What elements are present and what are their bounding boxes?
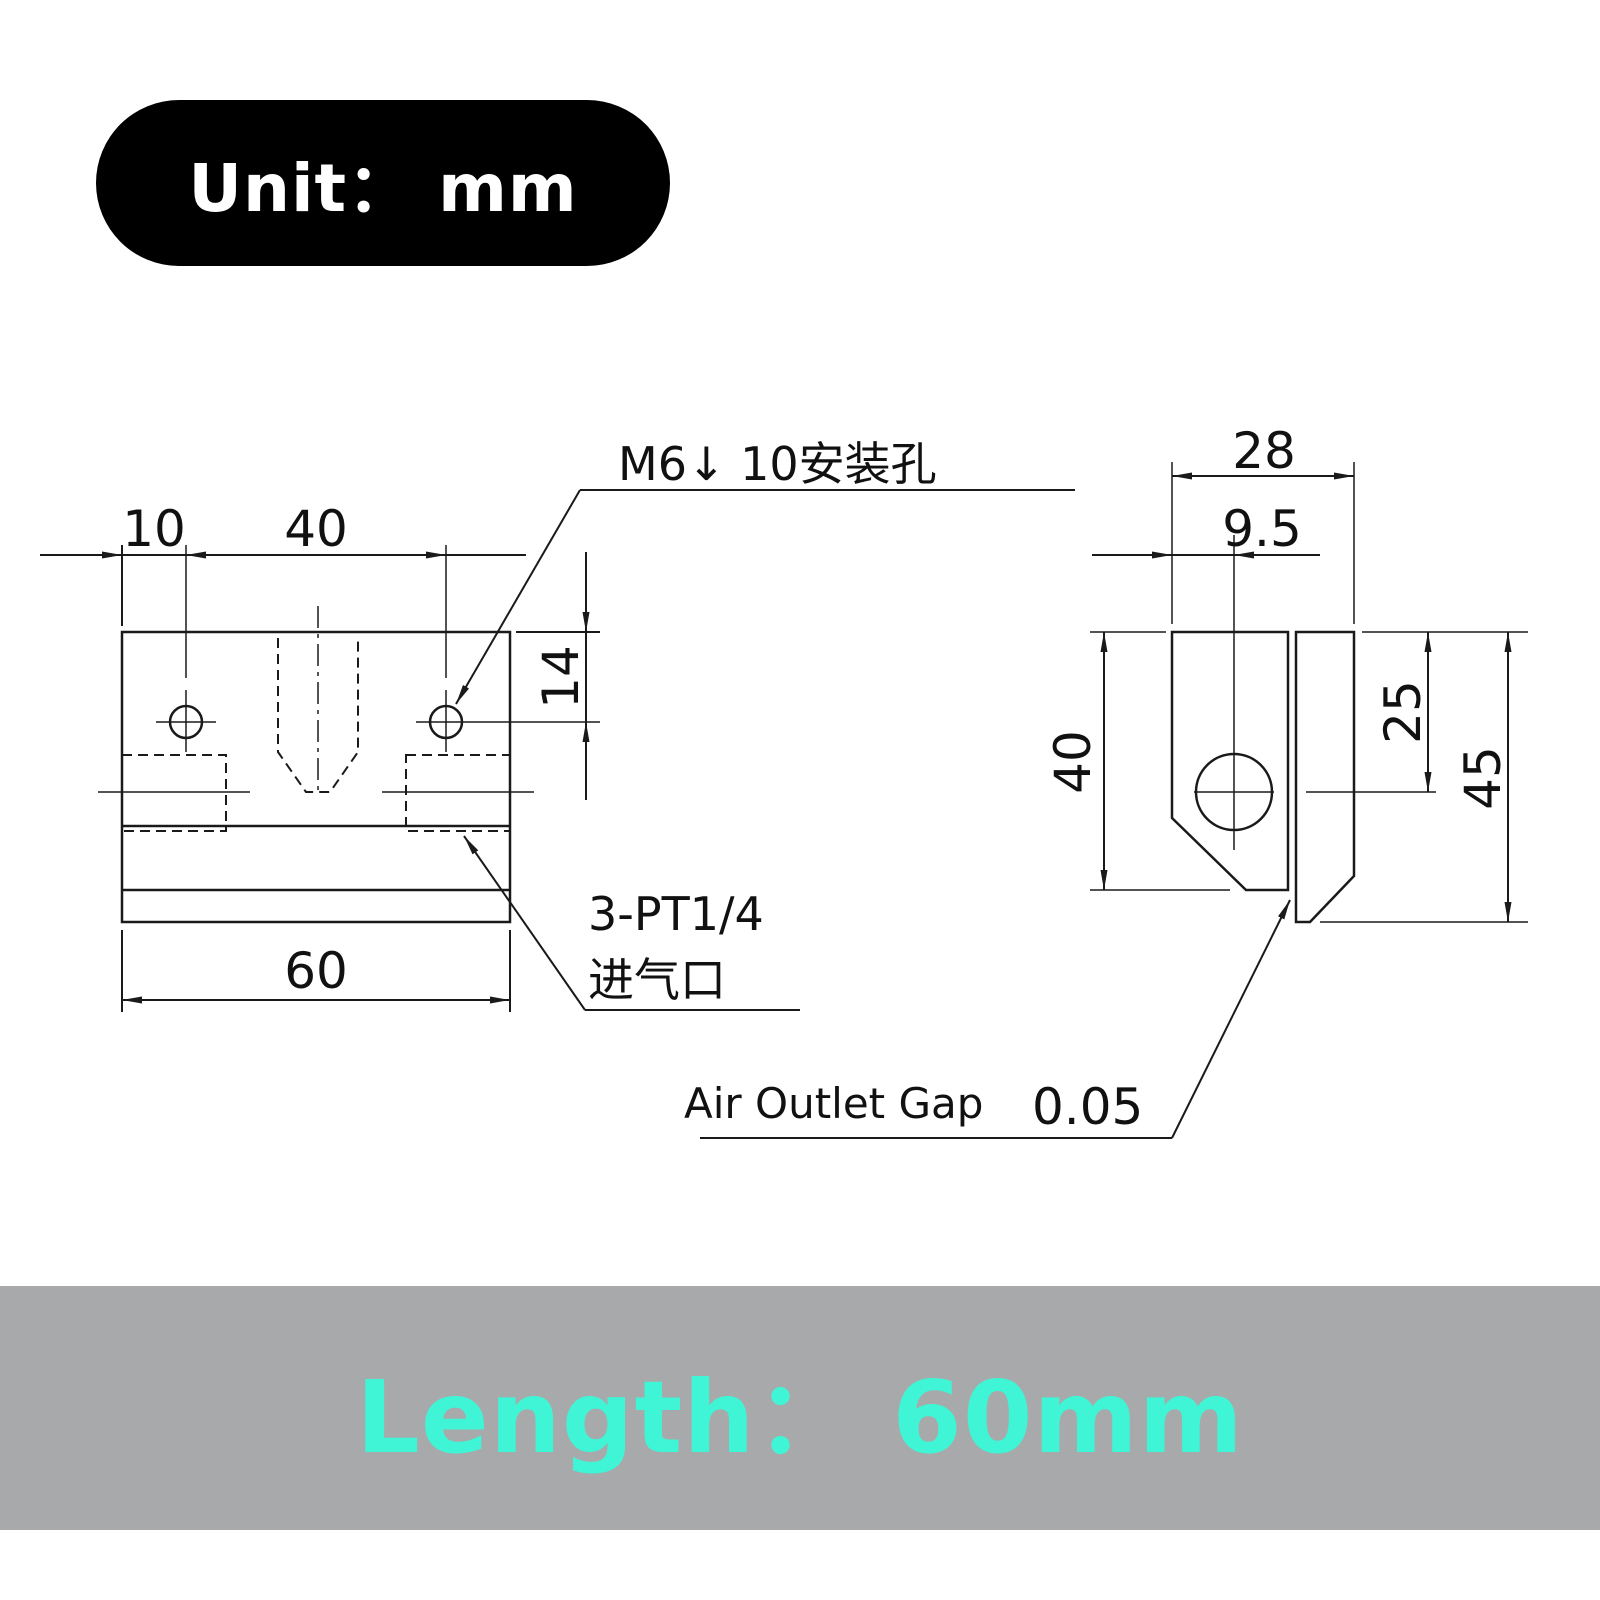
dim-hole-spacing: 40 — [284, 500, 348, 558]
length-label: Length： 60mm — [356, 1358, 1244, 1476]
inlet-note-line1: 3-PT1/4 — [588, 887, 764, 941]
unit-label: Unit： mm — [188, 150, 578, 227]
air-outlet-gap-label: Air Outlet Gap — [684, 1079, 983, 1128]
dim-bore-height: 25 — [1374, 680, 1432, 744]
dim-total-width: 28 — [1232, 422, 1296, 480]
air-outlet-gap-value: 0.05 — [1032, 1078, 1143, 1136]
inlet-pocket-left — [121, 754, 227, 832]
unit-badge: Unit： mm — [96, 100, 670, 266]
length-banner: Length： 60mm — [0, 1286, 1600, 1530]
mount-hole-note: M6↓ 10安装孔 — [618, 437, 937, 491]
side-view — [700, 462, 1528, 1139]
dim-body-height: 40 — [1044, 730, 1102, 794]
side-view-body — [1170, 630, 1290, 892]
side-view-lip — [1294, 630, 1356, 924]
front-view — [40, 489, 1075, 1012]
inlet-pocket-right — [405, 754, 511, 832]
inlet-note-line2: 进气口 — [588, 953, 726, 1007]
dim-bore-offset: 9.5 — [1222, 500, 1302, 558]
technical-drawing: 10 40 14 60 M6↓ 10安装孔 3-PT1/4 进气口 — [40, 422, 1528, 1139]
dim-hole-height: 14 — [532, 645, 590, 709]
front-view-outline — [120, 630, 512, 924]
dim-length: 60 — [284, 942, 348, 1000]
dim-total-height: 45 — [1454, 746, 1512, 810]
dim-hole-offset: 10 — [122, 500, 186, 558]
